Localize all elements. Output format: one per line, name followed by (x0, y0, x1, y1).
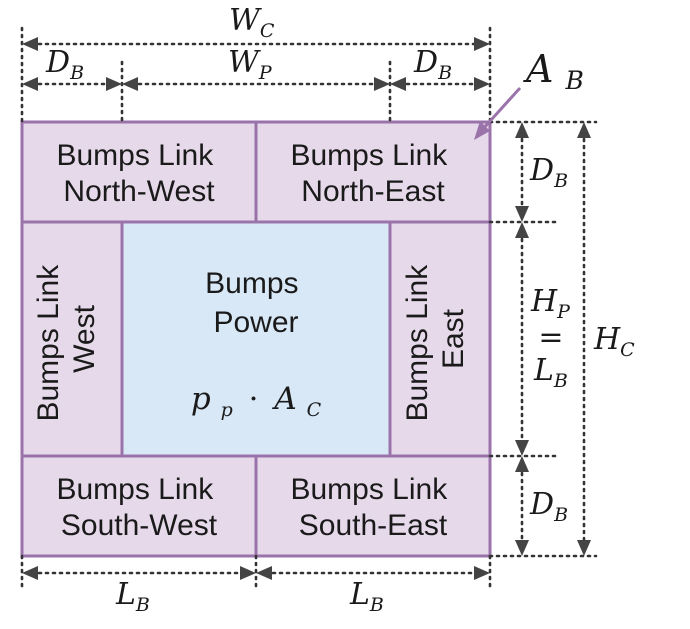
dim-db-top-arrow-b (515, 206, 529, 222)
south-west-label: Bumps Link South-West (56, 473, 221, 542)
label-lb-right: LB (349, 577, 384, 616)
label-db-bottom: DB (529, 487, 568, 526)
dim-db-left-arrow-r (106, 77, 122, 91)
power-line2: Power (213, 306, 298, 339)
dim-hc-arrow-t (577, 122, 591, 138)
block-south-east (256, 456, 490, 556)
formula-p-sub: p (221, 399, 233, 421)
label-hp: HP (530, 284, 571, 323)
label-wc: WC (229, 3, 275, 42)
dim-db-bottom-arrow-t (515, 456, 529, 472)
east-line2: East (437, 308, 470, 369)
east-label: Bumps Link East (401, 256, 470, 421)
block-power (122, 222, 390, 456)
power-line1: Bumps (205, 267, 298, 300)
dim-hp-arrow-b (515, 440, 529, 456)
block-borders (20, 120, 492, 558)
ab-sub: B (565, 66, 584, 95)
label-lb-left: LB (115, 577, 150, 616)
label-hc: HC (593, 322, 635, 361)
block-north-west (22, 122, 256, 222)
block-north-east (256, 122, 490, 222)
label-db-right: DB (413, 45, 452, 84)
dim-lb-right-arrow-r (474, 566, 490, 580)
dim-hp-arrow-t (515, 222, 529, 238)
label-wp: WP (228, 45, 273, 84)
dimension-labels: WC DB WP DB DB HP = LB DB HC LB LB (45, 3, 635, 616)
north-east-line2: North-East (301, 175, 445, 208)
dim-wp-arrow-r (374, 77, 390, 91)
dim-wc-arrow-left (22, 37, 38, 51)
west-label: Bumps Link West (32, 256, 101, 421)
label-equals: = (538, 320, 563, 355)
formula-A-sub: C (307, 399, 322, 421)
dim-db-right-arrow-l (390, 77, 406, 91)
south-east-label: Bumps Link South-East (290, 473, 455, 542)
label-db-top: DB (529, 153, 568, 192)
north-west-line1: Bumps Link (56, 139, 214, 172)
block-labels: Bumps Link North-West Bumps Link North-E… (32, 139, 470, 542)
dim-wp-arrow-l (122, 77, 138, 91)
west-line1: Bumps Link (32, 264, 65, 422)
south-east-line1: Bumps Link (290, 473, 448, 506)
ab-callout-arrowhead (474, 121, 490, 140)
dim-db-top-arrow-t (515, 122, 529, 138)
blocks (20, 120, 492, 558)
west-line2: West (68, 304, 101, 372)
north-west-label: Bumps Link North-West (56, 139, 221, 208)
power-formula: p p · A C (191, 381, 322, 424)
dim-hc-arrow-b (577, 540, 591, 556)
block-east (390, 222, 490, 456)
east-line1: Bumps Link (401, 264, 434, 422)
south-west-line2: South-West (61, 509, 218, 542)
ab-callout-line (480, 86, 522, 132)
dim-db-left-arrow-l (22, 77, 38, 91)
dim-wc-arrow-right (474, 37, 490, 51)
ab-callout-label: A B (523, 47, 584, 95)
south-west-line1: Bumps Link (56, 473, 214, 506)
formula-A: A (271, 381, 296, 417)
dim-db-bottom-arrow-b (515, 540, 529, 556)
block-west (22, 222, 122, 456)
dim-lb-left-arrow-r (240, 566, 256, 580)
ab-main: A (523, 47, 553, 91)
ab-callout: A B (474, 47, 584, 140)
dim-db-right-arrow-r (474, 77, 490, 91)
north-west-line2: North-West (63, 175, 215, 208)
south-east-line2: South-East (299, 509, 448, 542)
power-label: Bumps Power (205, 267, 307, 339)
formula-dot: · (249, 381, 259, 417)
label-db-left: DB (45, 45, 84, 84)
north-east-line1: Bumps Link (290, 139, 448, 172)
formula-p: p (191, 381, 211, 417)
dim-lb-right-arrow-l (256, 566, 272, 580)
block-south-west (22, 456, 256, 556)
dim-lb-left-arrow-l (22, 566, 38, 580)
dimension-lines (20, 26, 598, 592)
north-east-label: Bumps Link North-East (290, 139, 455, 208)
label-lb-mid: LB (533, 353, 568, 392)
